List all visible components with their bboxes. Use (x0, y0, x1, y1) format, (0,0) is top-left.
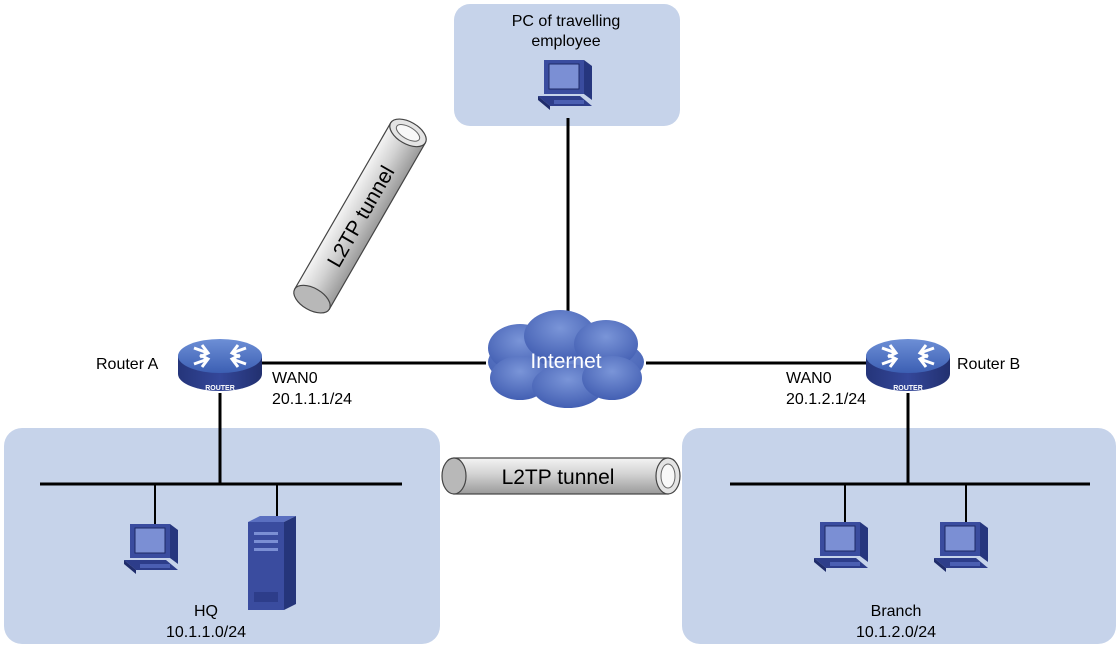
router-a-badge: ROUTER (205, 385, 235, 392)
hq-subnet: 10.1.1.0/24 (166, 624, 246, 641)
tunnel-icon: L2TP tunnel (293, 118, 427, 314)
branch-area (682, 428, 1116, 644)
branch-lan (730, 482, 1090, 522)
branch-subnet: 10.1.2.0/24 (856, 624, 936, 641)
hq-lan (40, 482, 402, 530)
router-b-name: Router B (957, 356, 1020, 373)
cloud-icon: Internet (488, 310, 644, 408)
pc-area-label-line2: employee (531, 33, 600, 50)
router-a-interface: WAN0 (272, 370, 318, 387)
router-b-ip: 20.1.2.1/24 (786, 391, 866, 408)
tunnel-icon: L2TP tunnel (441, 457, 681, 495)
router-icon: ROUTER (866, 339, 950, 392)
router-a[interactable]: ROUTER (178, 339, 262, 392)
router-icon: ROUTER (178, 339, 262, 392)
pc-icon[interactable] (537, 59, 593, 111)
router-b-badge: ROUTER (893, 385, 923, 392)
pc-icon[interactable] (123, 523, 179, 575)
hq-name: HQ (194, 603, 218, 620)
router-b[interactable]: ROUTER (866, 339, 950, 392)
router-a-name: Router A (96, 356, 159, 373)
branch-name: Branch (871, 603, 922, 620)
links (218, 118, 910, 484)
site-tunnel-label: L2TP tunnel (502, 466, 615, 489)
hq-area (4, 428, 440, 644)
pc-area-label-line1: PC of travelling (512, 13, 621, 30)
pc-icon[interactable] (933, 521, 989, 573)
router-b-interface: WAN0 (786, 370, 832, 387)
internet-label: Internet (530, 350, 601, 373)
server-icon[interactable] (248, 516, 296, 610)
pc-icon[interactable] (813, 521, 869, 573)
router-a-ip: 20.1.1.1/24 (272, 391, 352, 408)
